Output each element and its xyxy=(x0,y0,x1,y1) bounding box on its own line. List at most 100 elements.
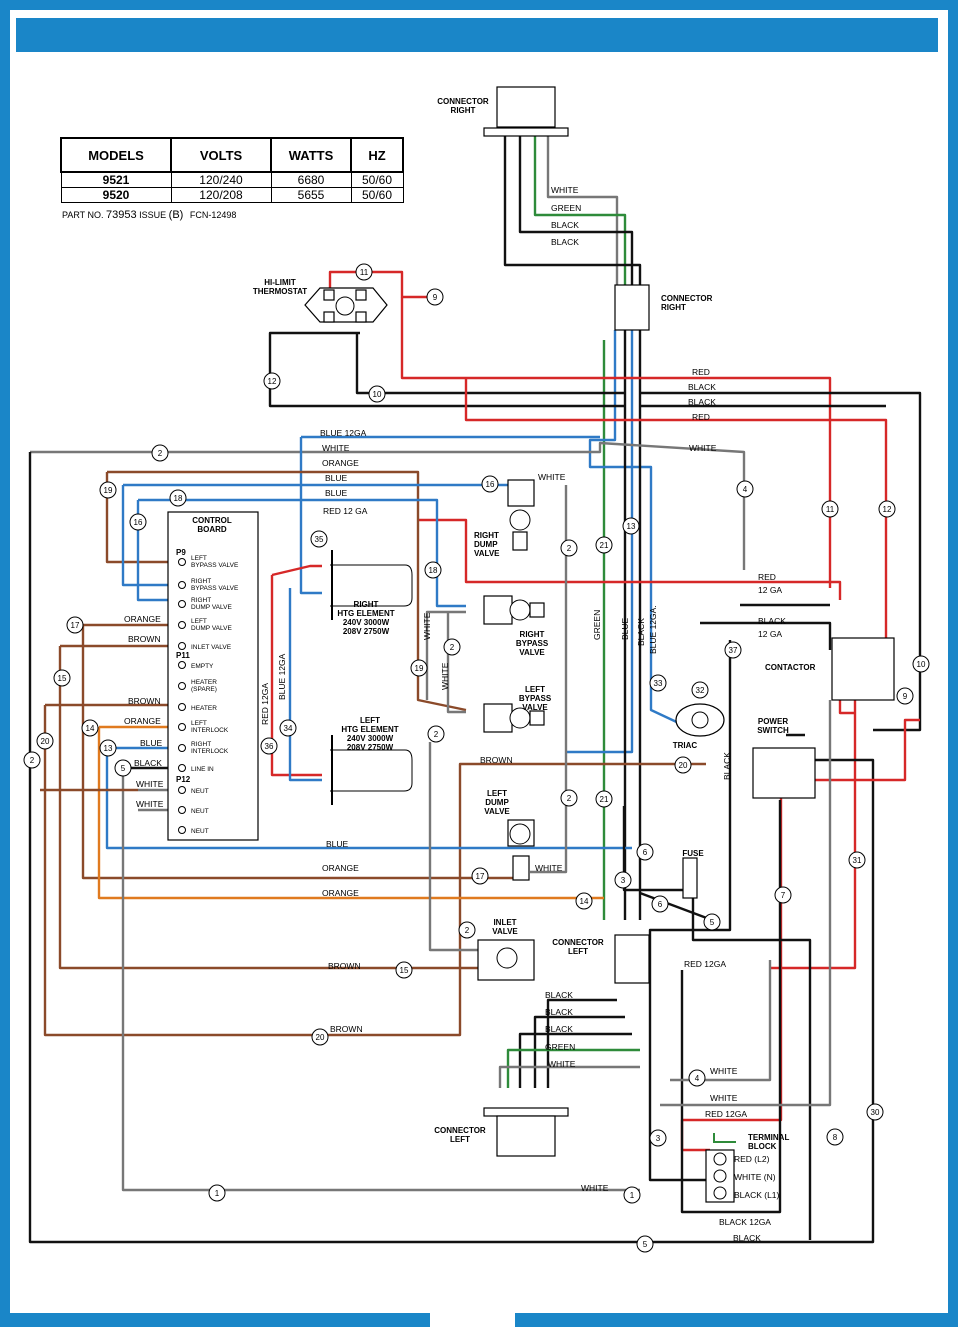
wire-black xyxy=(518,130,634,290)
wire-label: WHITE xyxy=(535,863,563,873)
wire-number: 5 xyxy=(636,1235,654,1253)
wire-red xyxy=(271,564,322,577)
wire-brown xyxy=(105,472,182,564)
wire-number-text: 17 xyxy=(476,872,485,881)
terminal-label: RED (L2) xyxy=(734,1154,770,1164)
wire-number-text: 35 xyxy=(315,535,324,544)
wire-number-text: 2 xyxy=(30,756,35,765)
wire-brown xyxy=(43,705,706,1037)
wire-red xyxy=(270,575,322,777)
wire-label: BLACK xyxy=(722,752,732,780)
wire-number-text: 16 xyxy=(486,480,495,489)
spec-cell: 120/240 xyxy=(170,171,272,188)
connector-left-bottom-body xyxy=(496,1115,556,1157)
wire-number-circle xyxy=(724,641,742,659)
wire-black xyxy=(648,640,732,1182)
wire-blue xyxy=(105,748,632,850)
wire-number-text: 18 xyxy=(174,494,183,503)
wire-number-text: 12 xyxy=(268,377,277,386)
wire-label: 12 GA xyxy=(758,585,782,595)
right-bypass-valve-coil xyxy=(483,595,513,625)
wire-label: ORANGE xyxy=(124,716,161,726)
wire-label: WHITE xyxy=(710,1093,738,1103)
wire-label: BROWN xyxy=(480,755,513,765)
wire-number: 2 xyxy=(23,751,41,769)
wire-black xyxy=(700,621,832,650)
wire-number-circle xyxy=(310,530,328,548)
wire-label: BLUE xyxy=(325,488,348,498)
wire-number-text: 21 xyxy=(600,541,609,550)
wire-number: 2 xyxy=(560,539,578,557)
wire-number-text: 13 xyxy=(104,744,113,753)
wire-number: 3 xyxy=(649,1129,667,1147)
triac-center xyxy=(691,711,709,729)
wire-gray xyxy=(660,700,832,1107)
wire-number: 7 xyxy=(774,886,792,904)
left-dump-valve-body xyxy=(509,823,531,845)
wire-number: 32 xyxy=(691,681,709,699)
wire-number-text: 6 xyxy=(643,848,648,857)
board-pin-label: LINE IN xyxy=(191,766,214,773)
wire-label: BLACK 12GA xyxy=(719,1217,771,1227)
wire-number-text: 11 xyxy=(826,505,835,514)
wire-number: 9 xyxy=(426,288,444,306)
wire-number-circle xyxy=(774,886,792,904)
wire-label: BLUE xyxy=(140,738,163,748)
terminal-screw xyxy=(713,1169,727,1183)
terminal-screw xyxy=(713,1152,727,1166)
wire-label: WHITE xyxy=(322,443,350,453)
wire-label: WHITE xyxy=(581,1183,609,1193)
spec-cell: 50/60 xyxy=(350,171,404,188)
left-dump-valve-outlet xyxy=(512,855,530,881)
thermostat-terminal xyxy=(323,289,335,301)
wire-label: GREEN xyxy=(592,610,602,640)
wire-label: BROWN xyxy=(330,1024,363,1034)
wire-number-circle xyxy=(649,1129,667,1147)
wire-number-circle xyxy=(263,372,281,390)
wire-number-text: 5 xyxy=(643,1240,648,1249)
wire-number-circle xyxy=(311,1028,329,1046)
wire-label: BLACK xyxy=(733,1233,761,1243)
part-label: PART NO. xyxy=(62,210,104,220)
board-section-label: P12 xyxy=(176,775,191,784)
wire-number: 16 xyxy=(129,513,147,531)
wire-number: 10 xyxy=(368,385,386,403)
wire-black xyxy=(533,1015,625,1088)
wire-label: BLUE 12GA xyxy=(277,653,287,700)
wire-number-circle xyxy=(424,561,442,579)
wire-number: 15 xyxy=(395,961,413,979)
connector-right-top-body xyxy=(496,86,556,128)
wire-blue xyxy=(588,330,701,735)
thermostat-terminal xyxy=(355,311,367,323)
wire-label: WHITE xyxy=(551,185,579,195)
wire-number-text: 1 xyxy=(630,1191,635,1200)
wire-number-circle xyxy=(260,737,278,755)
wire-number-text: 2 xyxy=(567,544,572,553)
right-dump-valve-outlet xyxy=(512,531,528,551)
power-switch-body xyxy=(752,747,816,799)
wire-blue xyxy=(121,485,182,587)
connector-right-top-flange xyxy=(483,127,569,137)
wire-number: 36 xyxy=(260,737,278,755)
wire-number-circle xyxy=(129,513,147,531)
wire-number: 16 xyxy=(481,475,499,493)
wire-number-circle xyxy=(649,674,667,692)
wire-red xyxy=(328,270,437,299)
wire-number-text: 6 xyxy=(658,900,663,909)
wire-label: BROWN xyxy=(328,961,361,971)
wire-number: 4 xyxy=(736,480,754,498)
board-section-label: P11 xyxy=(176,651,190,660)
wire-red xyxy=(400,297,832,588)
wire-number-text: 20 xyxy=(679,761,688,770)
wire-number-text: 33 xyxy=(654,679,663,688)
wire-label: BLACK xyxy=(551,237,579,247)
board-pin xyxy=(178,806,186,814)
issue-label: ISSUE xyxy=(139,210,167,220)
spec-table: MODELS VOLTS WATTS HZ 9521 120/240 6680 … xyxy=(60,137,404,203)
wire-label: RED xyxy=(692,367,710,377)
